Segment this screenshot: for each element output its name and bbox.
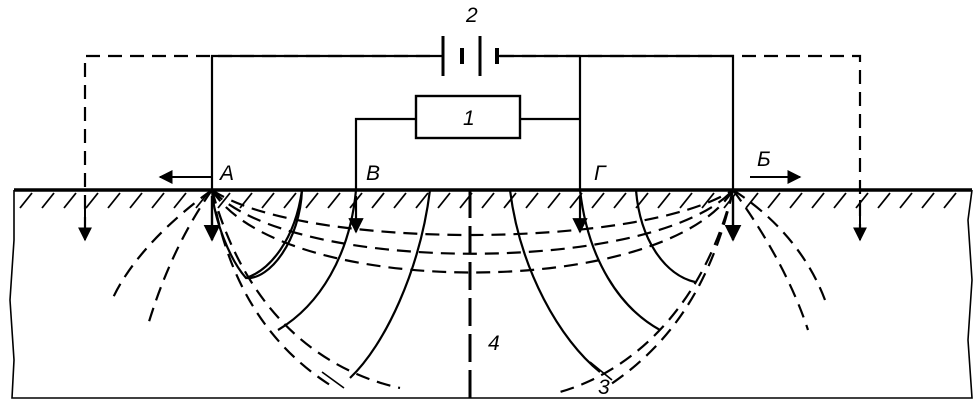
- ground-hatch-mark: [371, 192, 385, 209]
- outer-dashed-circuit: [78, 54, 867, 242]
- ground-hatch-mark: [415, 192, 429, 209]
- ground-hatch-mark: [745, 192, 759, 209]
- electrode-g-label: Г: [594, 162, 607, 185]
- electrode-b-label: Б: [757, 148, 771, 171]
- ground-hatch-mark: [283, 192, 297, 209]
- ground-hatch-mark: [679, 192, 693, 209]
- ground-hatch-mark: [129, 192, 143, 209]
- ground-hatch-mark: [877, 192, 891, 209]
- ground-hatch-mark: [261, 192, 275, 209]
- ground-hatch-mark: [921, 192, 935, 209]
- ground-hatch-mark: [943, 192, 957, 209]
- section-label: 4: [488, 332, 500, 355]
- earth-body: [9, 189, 973, 399]
- electrode-v-label: В: [366, 162, 380, 185]
- ground-hatch-mark: [789, 192, 803, 209]
- ground-hatch-mark: [85, 192, 99, 209]
- electrode-a-label: А: [218, 162, 234, 185]
- ground-hatch-mark: [547, 192, 561, 209]
- ground-hatch-mark: [305, 192, 319, 209]
- ground-hatch-mark: [503, 192, 517, 209]
- ground-hatch-mark: [63, 192, 77, 209]
- field-lines: [110, 190, 827, 398]
- ground-hatch-mark: [657, 192, 671, 209]
- ground-hatch-mark: [151, 192, 165, 209]
- ground-hatch-mark: [217, 192, 231, 209]
- ground-hatch-mark: [327, 192, 341, 209]
- ground-hatch-mark: [899, 192, 913, 209]
- ground-hatch-mark: [855, 192, 869, 209]
- potential-circuit: [348, 56, 588, 234]
- ground-hatch-mark: [833, 192, 847, 209]
- ground-hatch-mark: [767, 192, 781, 209]
- ground-surface: [14, 188, 972, 209]
- ground-hatch-mark: [437, 192, 451, 209]
- ground-hatch-mark: [525, 192, 539, 209]
- ground-hatch-mark: [591, 192, 605, 209]
- ground-hatch-mark: [173, 192, 187, 209]
- ground-hatch-mark: [481, 192, 495, 209]
- ground-hatch-mark: [613, 192, 627, 209]
- battery-label: 2: [465, 4, 478, 27]
- ground-hatch-mark: [393, 192, 407, 209]
- curve-label: 3: [598, 376, 610, 399]
- ground-hatch-mark: [701, 192, 715, 209]
- meter-box: [414, 94, 522, 140]
- current-circuit: [158, 54, 802, 242]
- ground-hatch-mark: [811, 192, 825, 209]
- meter-label: 1: [463, 107, 475, 130]
- ground-hatch-mark: [41, 192, 55, 209]
- battery-symbol: [441, 36, 499, 76]
- ground-hatch-mark: [107, 192, 121, 209]
- ground-hatch-mark: [19, 192, 33, 209]
